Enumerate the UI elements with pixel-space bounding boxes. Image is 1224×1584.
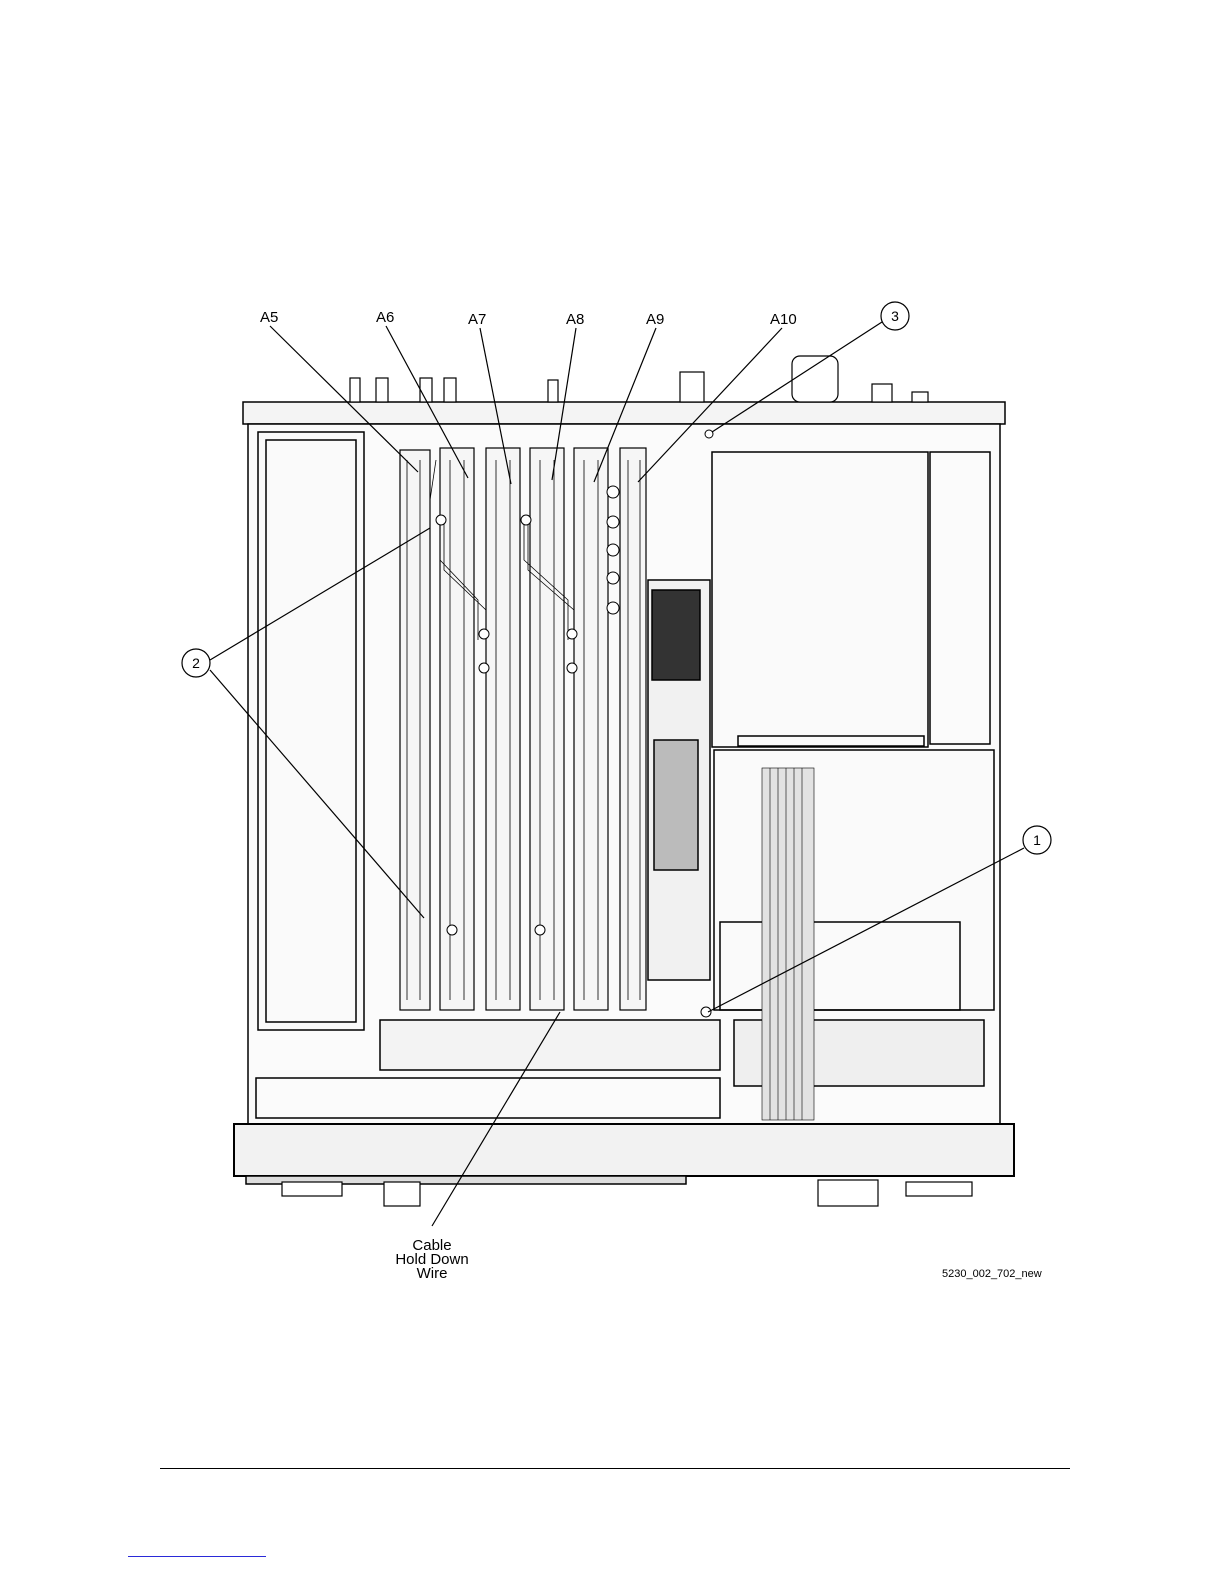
cable-hold-down-label: Cable Hold Down Wire [395,1237,468,1282]
callout-a5: A5 [260,309,278,326]
callout-a9: A9 [646,311,664,328]
footer-rule [160,1468,1070,1469]
rear-connectors [350,356,928,402]
callout-a10: A10 [770,311,797,328]
callout-a7: A7 [468,311,486,328]
footer-link-underline[interactable] [128,1556,266,1557]
figure-id: 5230_002_702_new [942,1268,1042,1280]
callout-circle-2: 2 [182,649,210,677]
svg-text:Wire: Wire [417,1265,448,1282]
svg-text:1: 1 [1033,832,1041,848]
callout-circle-3: 3 [881,302,909,330]
callout-labels: A5 A6 A7 A8 A9 A10 [260,309,797,328]
svg-text:3: 3 [891,308,899,324]
callout-circle-1: 1 [1023,826,1051,854]
callout-a6: A6 [376,309,394,326]
ribbon-cable [762,768,814,1120]
svg-text:2: 2 [192,655,200,671]
callout-a8: A8 [566,311,584,328]
